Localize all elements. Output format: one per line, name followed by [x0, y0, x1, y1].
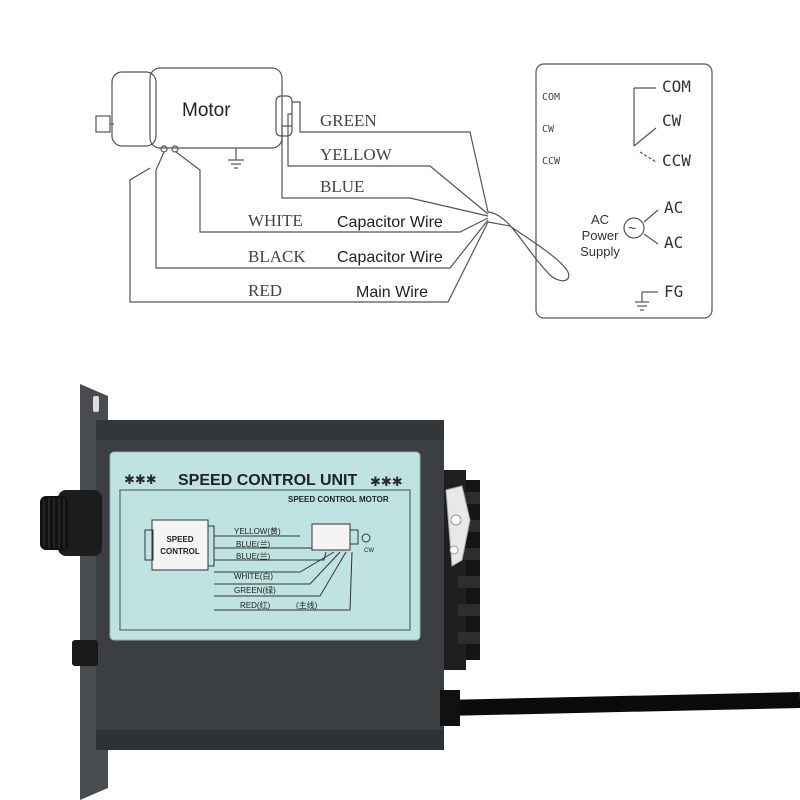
inner-box-line-2: CONTROL: [160, 547, 200, 556]
label-wire-1: YELLOW(黄): [234, 526, 281, 536]
label-title: SPEED CONTROL UNIT: [178, 472, 358, 489]
label-stars-right: ✱✱✱: [370, 474, 403, 489]
wire-label-red: RED: [248, 281, 282, 300]
label-wire-6: RED(红): [240, 600, 271, 610]
wire-label-white: WHITE: [248, 211, 303, 230]
label-motor-cw: CW: [364, 548, 374, 554]
switch-com: COM: [662, 77, 691, 96]
terminal-box: [535, 63, 713, 319]
wire-label-blue: BLUE: [320, 177, 364, 196]
wire-desc-red: Main Wire: [356, 284, 428, 301]
label-wire-5: GREEN(绿): [234, 586, 276, 595]
direction-switch[interactable]: [72, 640, 98, 666]
label-wire-names: YELLOW(黄) BLUE(兰) BLUE(兰) WHITE(白) GREEN…: [234, 526, 318, 610]
controller-photo: [40, 384, 800, 800]
terminal-left-com: COM: [542, 92, 560, 103]
motor-label: Motor: [182, 100, 231, 121]
supply-line-3: Supply: [580, 244, 620, 259]
switch-ccw: CCW: [662, 151, 691, 170]
fg-terminal: FG: [664, 282, 683, 301]
housing-shade: [96, 420, 444, 440]
wire-color-labels: GREEN YELLOW BLUE WHITE BLACK RED: [248, 111, 393, 300]
ac-terminal-2: AC: [664, 233, 683, 252]
inner-box-line-1: SPEED: [166, 535, 193, 544]
label-sticker: [109, 451, 421, 641]
wire-label-black: BLACK: [248, 247, 306, 266]
supply-line-1: AC: [591, 212, 609, 227]
terminal-right-labels: COM CW CCW AC AC FG: [662, 77, 691, 301]
wire-desc-white: Capacitor Wire: [337, 214, 443, 231]
label-subtitle: SPEED CONTROL MOTOR: [288, 495, 389, 504]
terminal-left-ccw: CCW: [542, 156, 561, 167]
terminal-left-labels: COM CW CCW: [542, 92, 561, 167]
wire-label-green: GREEN: [320, 111, 377, 130]
wire-paths: [129, 101, 570, 303]
label-wire-4: WHITE(白): [234, 571, 273, 581]
label-wire-2: BLUE(兰): [236, 539, 271, 549]
flange-hole: [93, 396, 99, 412]
wiring-diagram: [95, 63, 713, 319]
motor-drawing: [95, 67, 293, 169]
housing-bottom-shade: [96, 730, 444, 750]
speed-knob[interactable]: [40, 490, 102, 556]
wire-desc-black: Capacitor Wire: [337, 249, 443, 266]
ac-symbol: ~: [628, 220, 636, 236]
wire-label-yellow: YELLOW: [320, 145, 393, 164]
inner-control-box: [151, 519, 209, 571]
label-main-wire-note: (主线): [296, 600, 318, 610]
supply-line-2: Power: [582, 228, 620, 243]
label-stars-left: ✱✱✱: [124, 472, 157, 487]
terminal-left-cw: CW: [542, 124, 555, 135]
terminal-block: [444, 470, 480, 670]
power-cable: [443, 692, 800, 716]
supply-label: AC Power Supply: [580, 212, 620, 259]
wire-desc-labels: Capacitor Wire Capacitor Wire Main Wire: [337, 214, 443, 301]
switch-cw: CW: [662, 111, 682, 130]
label-wire-3: BLUE(兰): [236, 551, 271, 561]
ac-terminal-1: AC: [664, 198, 683, 217]
